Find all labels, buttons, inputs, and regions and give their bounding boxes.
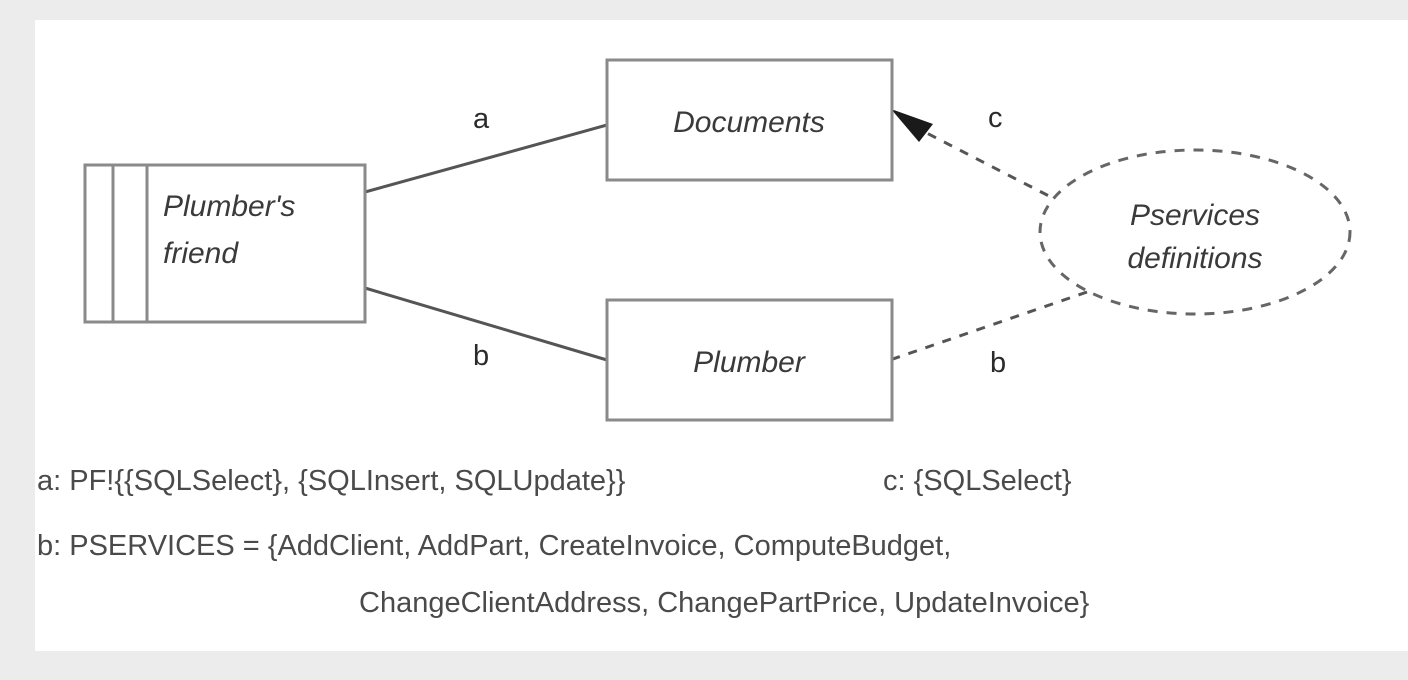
component-diagram: a b c b Plumber's <box>37 58 1352 619</box>
edge-b-right: b <box>889 290 1088 379</box>
node-plumber-label: Plumber <box>693 346 806 379</box>
caption-line-b-second: ChangeClientAddress, ChangePartPrice, Up… <box>359 587 1090 619</box>
node-pservices-label-line2: definitions <box>1127 242 1262 275</box>
node-pservices-label-line1: Pservices <box>1130 199 1260 232</box>
node-plumbers-friend[interactable]: Plumber's friend <box>83 163 367 324</box>
edge-c-arrowhead <box>891 109 933 142</box>
caption-line-a: a: PF!{{SQLSelect}, {SQLInsert, SQLUpdat… <box>37 465 626 497</box>
figure-panel: a b c b Plumber's <box>35 20 1408 651</box>
edge-b-left-label: b <box>473 340 489 372</box>
caption-line-c: c: {SQLSelect} <box>883 465 1072 497</box>
node-plumbers-friend-label-line1: Plumber's <box>163 190 295 223</box>
edge-b-right-label: b <box>990 347 1006 379</box>
caption-line-b-first: b: PSERVICES = {AddClient, AddPart, Crea… <box>37 530 951 562</box>
node-pservices-definitions[interactable]: Pservices definitions <box>1038 148 1352 316</box>
edge-c: c <box>891 102 1081 214</box>
figure-caption: a: PF!{{SQLSelect}, {SQLInsert, SQLUpdat… <box>37 465 1090 619</box>
edge-a: a <box>364 103 608 194</box>
node-plumbers-friend-label-line2: friend <box>163 237 239 270</box>
node-plumber[interactable]: Plumber <box>605 298 894 422</box>
node-documents-label: Documents <box>673 106 825 139</box>
node-documents[interactable]: Documents <box>605 58 894 182</box>
edge-a-label: a <box>473 103 490 135</box>
edge-c-label: c <box>988 102 1003 134</box>
edge-b-left: b <box>364 286 608 372</box>
